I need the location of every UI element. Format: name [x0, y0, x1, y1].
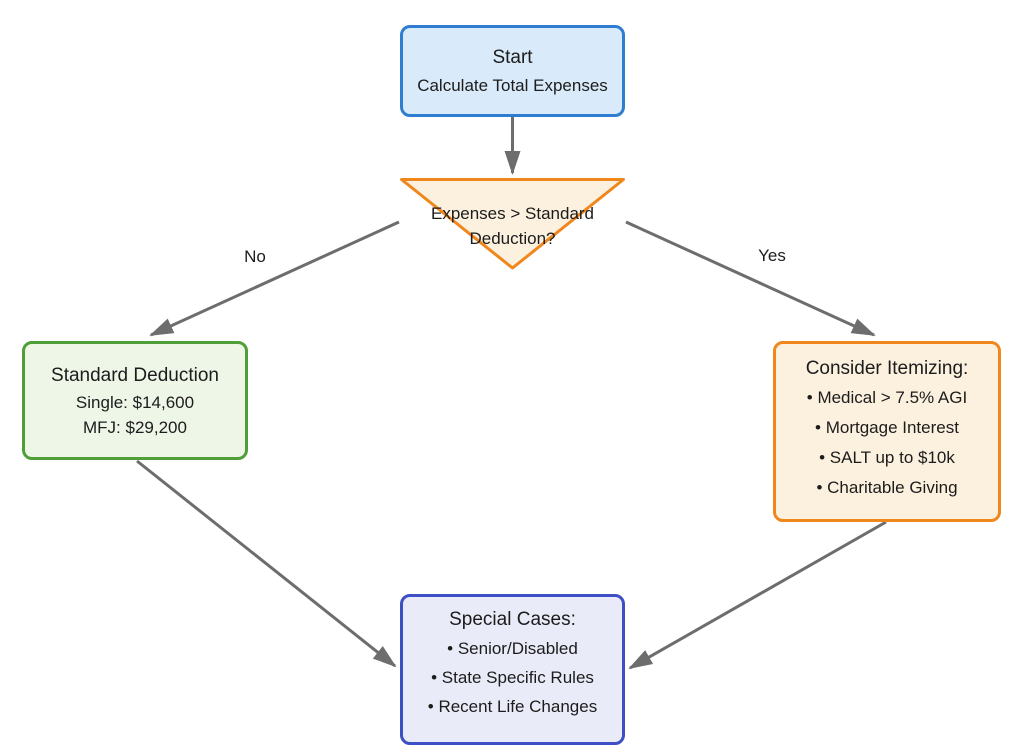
edge-label-yes: Yes: [758, 246, 786, 265]
node-itemize-item: • Mortgage Interest: [815, 418, 959, 437]
node-special-cases: Special Cases: • Senior/Disabled • State…: [400, 594, 625, 745]
node-standard-title: Standard Deduction: [51, 364, 219, 386]
node-itemize-item: • Medical > 7.5% AGI: [806, 388, 968, 407]
node-special-item: • Recent Life Changes: [427, 697, 598, 716]
edge-decision-to-itemize: [625, 220, 876, 337]
node-standard-deduction: Standard Deduction Single: $14,600 MFJ: …: [22, 341, 248, 460]
node-special-item: • Senior/Disabled: [447, 639, 578, 658]
node-special-title: Special Cases:: [449, 609, 576, 630]
node-special-item: • State Specific Rules: [431, 668, 594, 687]
decision-label: Expenses > Standard Deduction?: [402, 201, 623, 251]
decision-label-line2: Deduction?: [469, 229, 556, 248]
node-start-subtitle: Calculate Total Expenses: [417, 75, 608, 95]
node-itemize-title: Consider Itemizing:: [805, 358, 969, 379]
node-standard-line: Single: $14,600: [75, 392, 195, 412]
node-start: Start Calculate Total Expenses: [400, 25, 625, 117]
node-itemize-item: • SALT up to $10k: [819, 448, 955, 467]
decision-triangle: [400, 178, 625, 270]
node-itemize-item: • Charitable Giving: [816, 478, 958, 497]
decision-label-line1: Expenses > Standard: [430, 204, 595, 223]
node-consider-itemizing: Consider Itemizing: • Medical > 7.5% AGI…: [773, 341, 1001, 522]
node-start-title: Start: [492, 46, 533, 68]
edge-standard-to-special: [136, 459, 397, 668]
edge-itemize-to-special: [628, 520, 887, 670]
node-standard-line: MFJ: $29,200: [83, 417, 187, 437]
edge-label-no: No: [244, 247, 266, 266]
edge-decision-to-standard: [149, 220, 400, 337]
